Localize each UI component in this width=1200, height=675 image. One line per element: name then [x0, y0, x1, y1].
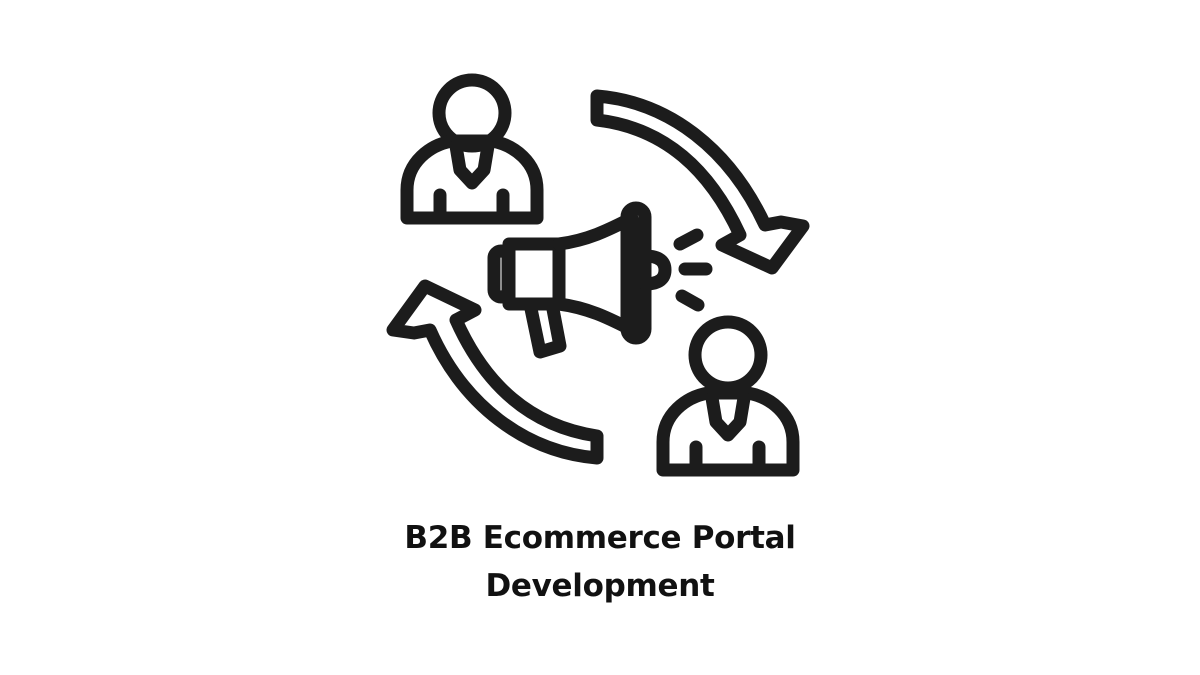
title-line-1: B2B Ecommerce Portal: [404, 520, 796, 556]
curved-arrow-up-left-icon: [386, 279, 604, 465]
megaphone-icon: [487, 201, 713, 359]
businessman-icon: [400, 73, 544, 225]
page-title: B2B Ecommerce Portal Development: [0, 514, 1200, 610]
title-line-2: Development: [485, 568, 715, 604]
businessman-icon: [656, 315, 800, 477]
curved-arrow-down-right-icon: [590, 89, 810, 275]
